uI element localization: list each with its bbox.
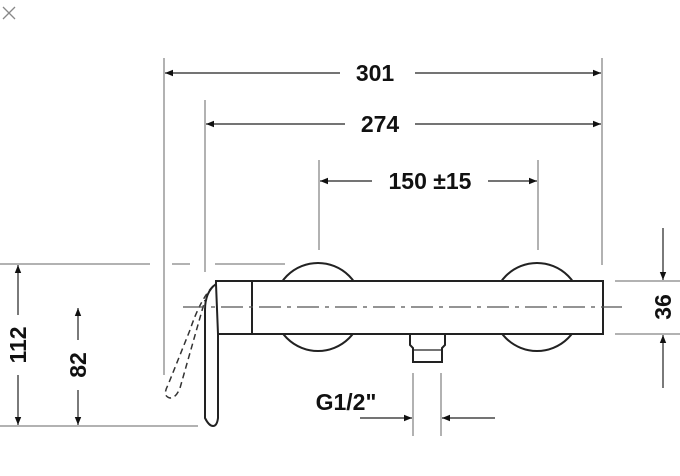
dim-g12-label: G1/2" [316, 389, 377, 415]
dim-112: 112 [5, 265, 31, 425]
dim-150-label: 150 ±15 [389, 168, 472, 194]
extension-lines [0, 58, 680, 436]
dim-274: 274 [206, 111, 601, 137]
close-icon[interactable] [0, 4, 18, 22]
lever-handle [204, 282, 219, 428]
lever-handle-open-position [164, 285, 214, 399]
dim-301: 301 [165, 60, 601, 86]
dim-150: 150 ±15 [320, 168, 537, 194]
dim-82-label: 82 [65, 352, 91, 378]
dim-112-label: 112 [5, 326, 31, 363]
dim-36-label: 36 [650, 294, 676, 320]
dim-g12: G1/2" [316, 389, 495, 422]
dim-301-label: 301 [356, 60, 395, 86]
dim-36: 36 [650, 228, 676, 388]
dim-274-label: 274 [361, 111, 400, 137]
dim-82: 82 [65, 308, 91, 425]
